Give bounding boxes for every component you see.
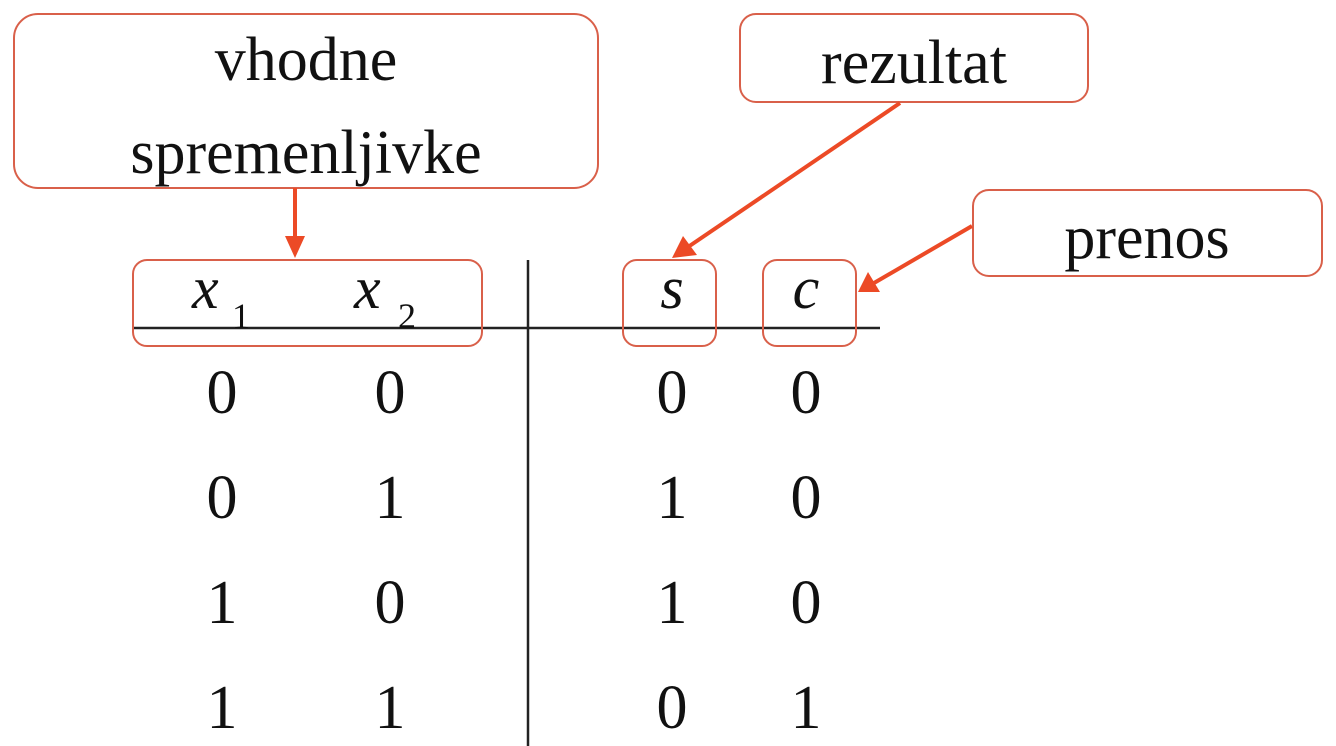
header-x1-var: x [191, 255, 219, 321]
callout-result: rezultat [672, 13, 1089, 258]
sum-highlight-box [622, 259, 717, 347]
cell-s: 1 [657, 569, 688, 637]
table-row: 1 1 0 1 [207, 674, 822, 742]
callout-result-box [739, 13, 1089, 103]
cell-x1: 1 [207, 569, 238, 637]
cell-c: 0 [791, 359, 822, 427]
arrow-line [872, 224, 974, 285]
cell-s: 0 [657, 359, 688, 427]
header-x2-var: x [353, 255, 381, 321]
callout-inputs-line1: vhodne [215, 26, 398, 94]
cell-s: 0 [657, 674, 688, 742]
header-x2: x 2 [353, 255, 416, 336]
table-row: 0 0 0 0 [207, 359, 822, 427]
table-row: 0 1 1 0 [207, 464, 822, 532]
callout-inputs-line2: spremenljivke [130, 119, 481, 187]
inputs-highlight-box [132, 259, 483, 347]
arrow-head-icon [858, 272, 880, 292]
cell-c: 1 [791, 674, 822, 742]
header-x1: x 1 [191, 255, 250, 336]
cell-x2: 1 [375, 674, 406, 742]
cell-x1: 0 [207, 464, 238, 532]
cell-s: 1 [657, 464, 688, 532]
callout-result-label: rezultat [821, 29, 1007, 97]
callout-carry-label: prenos [1064, 204, 1229, 272]
header-x2-subscript: 2 [398, 296, 416, 336]
callout-inputs-box [13, 13, 599, 189]
cell-x2: 0 [375, 359, 406, 427]
table-row: 1 0 1 0 [207, 569, 822, 637]
header-s: s [660, 255, 683, 321]
callout-carry-box [972, 189, 1323, 277]
cell-x2: 0 [375, 569, 406, 637]
arrow-head-icon [672, 236, 697, 258]
header-c: c [793, 255, 820, 321]
carry-highlight-box [762, 259, 857, 347]
arrow-head-icon [285, 236, 305, 258]
arrow-line [686, 101, 902, 249]
callout-carry: prenos [858, 189, 1323, 292]
cell-c: 0 [791, 464, 822, 532]
cell-x1: 0 [207, 359, 238, 427]
cell-x2: 1 [375, 464, 406, 532]
cell-x1: 1 [207, 674, 238, 742]
callout-inputs: vhodne spremenljivke [13, 13, 599, 258]
header-x1-subscript: 1 [232, 296, 250, 336]
cell-c: 0 [791, 569, 822, 637]
